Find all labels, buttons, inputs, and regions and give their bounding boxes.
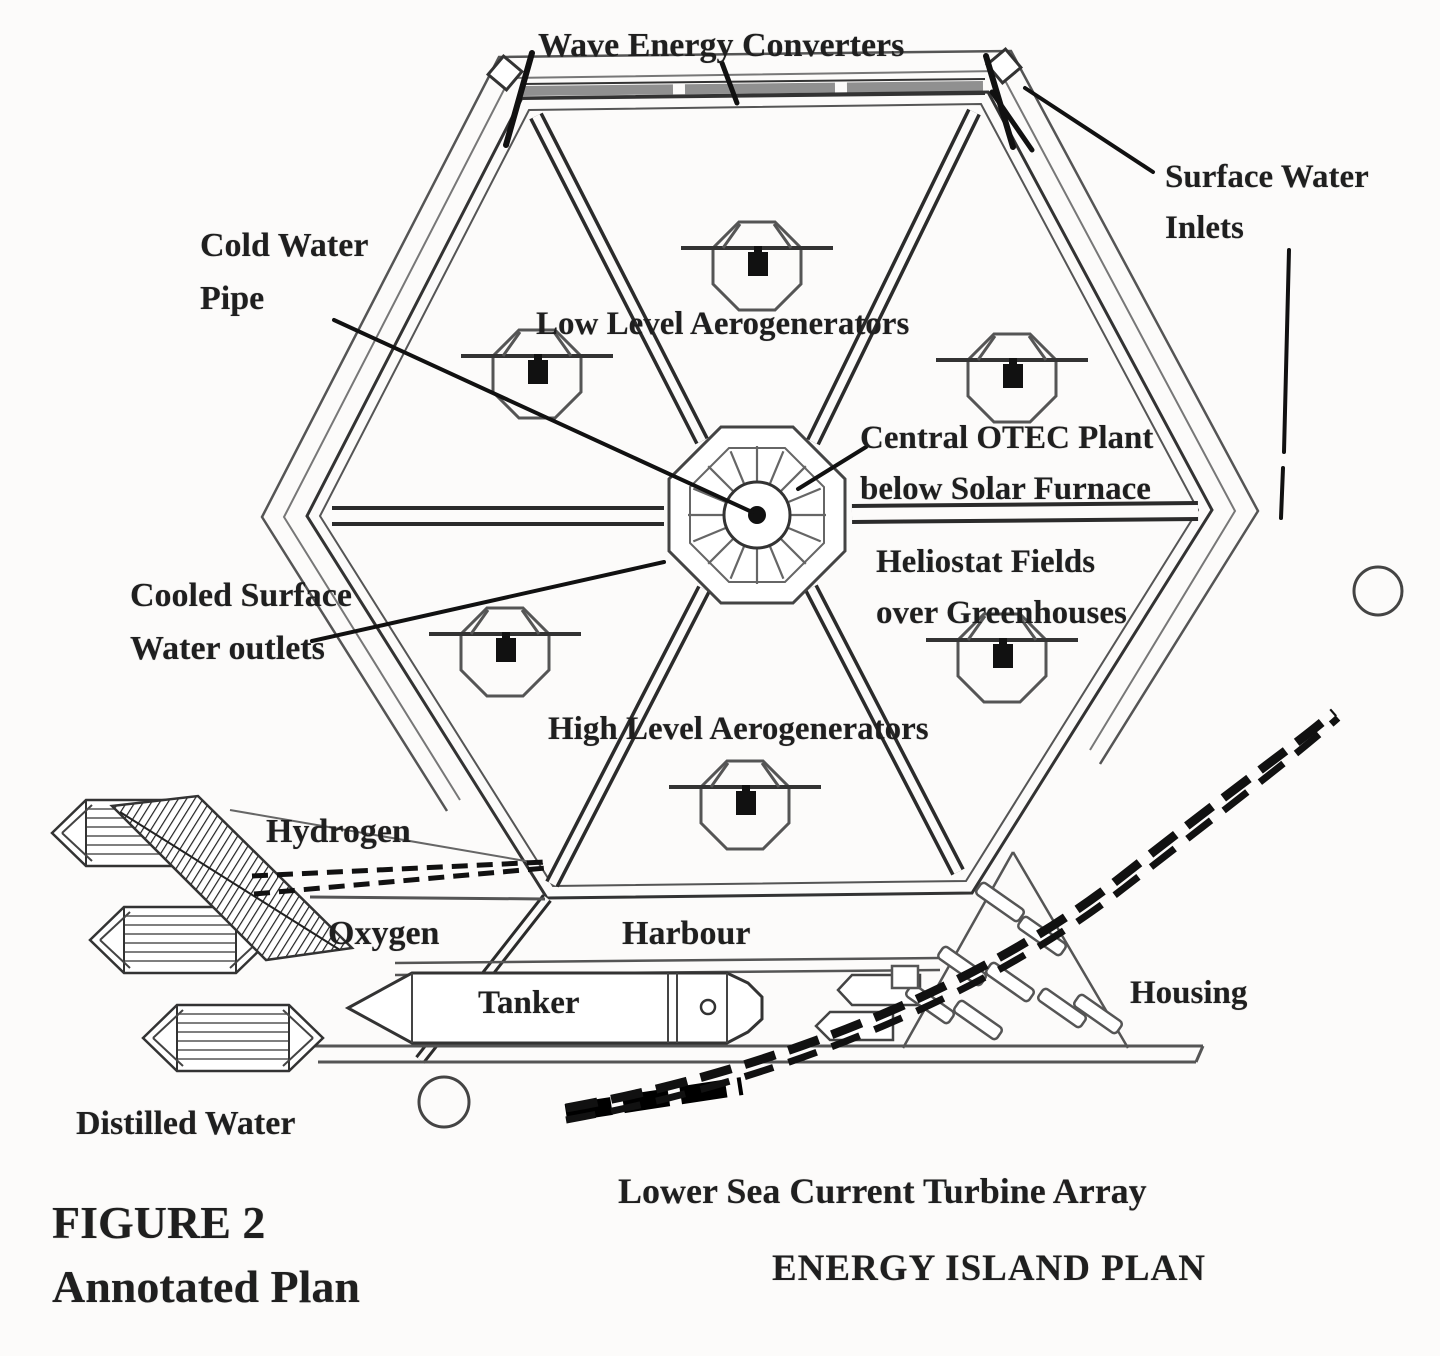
rim-corner-block [485,53,525,93]
label-line: Surface Water [1165,159,1369,195]
label-distilled-water: Distilled Water [76,1105,296,1142]
central-otec-hub-icon [667,425,847,605]
label-oxygen: Oxygen [328,915,440,952]
product-pipelines [251,859,547,897]
label-tanker: Tanker [478,985,580,1021]
tanker-ship-icon [344,971,764,1045]
storage-tank-icon [141,1003,325,1073]
rim-corner-block [984,46,1024,86]
label-high-level-aerogenerators: High Level Aerogenerators [548,711,929,747]
label-housing: Housing [1130,975,1248,1011]
leader-lines [310,50,1291,643]
platform-spokes [332,108,1199,1064]
figure-caption: Annotated Plan [52,1261,360,1312]
turbine-array-arc-icon [564,708,1341,1124]
label-line: Heliostat Fields [876,544,1096,580]
label-lower-sea-current-turbine-array: Lower Sea Current Turbine Array [618,1171,1147,1211]
aerogenerator-icon [934,332,1090,424]
label-surface-water-inlets: Surface Water Inlets [1165,152,1369,254]
label-line: Pipe [200,279,265,317]
label-line: Inlets [1165,210,1244,247]
mooring-circle-icon [417,1075,471,1129]
label-cooled-surface-water-outlets: Cooled Surface Water outlets [130,570,352,675]
label-heliostat-fields: Heliostat Fields over Greenhouses [876,537,1127,639]
aerogenerator-icon [667,759,823,851]
label-line: Cold Water [200,227,369,264]
label-wave-energy-converters: Wave Energy Converters [538,27,905,64]
label-line: Water outlets [130,629,325,667]
label-hydrogen: Hydrogen [266,813,411,850]
housing-area [890,851,1130,1049]
aerogenerator-icon [679,220,835,312]
label-central-otec-plant: Central OTEC Plant below Solar Furnace [860,413,1153,515]
label-line: Central OTEC Plant [860,420,1154,456]
mooring-circle-icon [1352,565,1404,617]
outer-rim [260,46,1260,812]
label-line: below Solar Furnace [860,471,1151,508]
hatched-ramp-icon [109,794,544,962]
label-harbour: Harbour [622,915,751,952]
figure-number: FIGURE 2 [52,1197,266,1248]
aerogenerator-icon [427,606,583,698]
label-line: over Greenhouses [876,595,1127,632]
label-cold-water-pipe: Cold Water Pipe [200,220,368,325]
label-line: Cooled Surface [130,577,352,614]
plan-title: ENERGY ISLAND PLAN [772,1248,1206,1289]
label-low-level-aerogenerators: Low Level Aerogenerators [536,306,910,342]
